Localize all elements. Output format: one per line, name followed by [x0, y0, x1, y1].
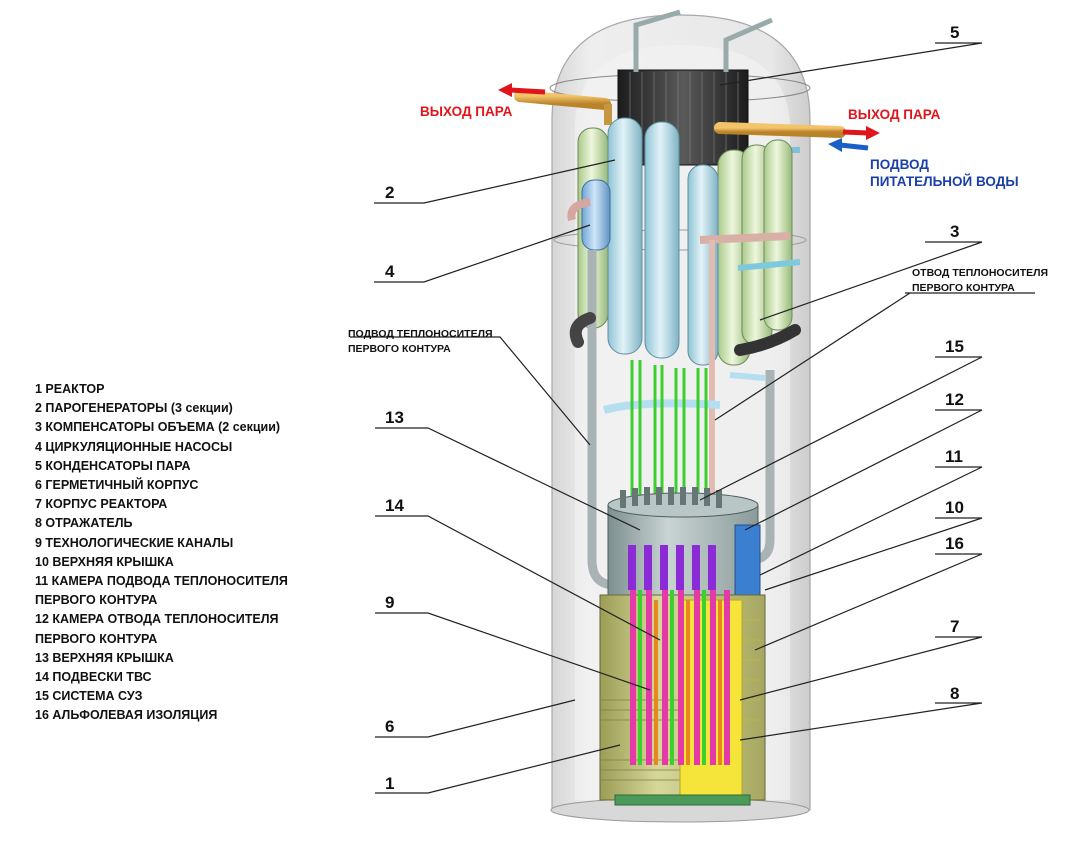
legend-item: 16 АЛЬФОЛЕВАЯ ИЗОЛЯЦИЯ [35, 708, 218, 723]
legend-item: 9 ТЕХНОЛОГИЧЕСКИЕ КАНАЛЫ [35, 535, 234, 550]
steam-out-arrow-left [498, 83, 546, 97]
coolant-out-label-line1: ОТВОД ТЕПЛОНОСИТЕЛЯ [912, 267, 1049, 279]
steam-out-label-left: ВЫХОД ПАРА [420, 104, 513, 119]
legend-item: 8 ОТРАЖАТЕЛЬ [35, 516, 133, 531]
callout-16: 16 [945, 534, 964, 553]
legend-item: 3 КОМПЕНСАТОРЫ ОБЪЕМА (2 секции) [35, 420, 281, 435]
steam-generators [607, 117, 719, 366]
technological-channels [628, 545, 730, 765]
callout-7: 7 [950, 617, 960, 636]
steam-out-label-right: ВЫХОД ПАРА [848, 107, 941, 122]
coolant-in-label-line2: ПЕРВОГО КОНТУРА [348, 343, 451, 355]
callout-10: 10 [945, 498, 964, 517]
coolant-in-label-line1: ПОДВОД ТЕПЛОНОСИТЕЛЯ [348, 328, 493, 340]
legend-item: 13 ВЕРХНЯЯ КРЫШКА [35, 650, 174, 665]
legend-item: ПЕРВОГО КОНТУРА [35, 631, 158, 646]
control-rod-system [630, 360, 708, 505]
callout-11: 11 [945, 447, 963, 466]
legend-item: ПЕРВОГО КОНТУРА [35, 593, 158, 608]
callout-15: 15 [945, 337, 964, 356]
callout-6: 6 [385, 717, 395, 736]
legend-item: 15 СИСТЕМА СУЗ [35, 689, 143, 704]
legend-item: 4 ЦИРКУЛЯЦИОННЫЕ НАСОСЫ [35, 439, 233, 454]
feedwater-label-line2: ПИТАТЕЛЬНОЙ ВОДЫ [870, 174, 1019, 189]
legend-item: 6 ГЕРМЕТИЧНЫЙ КОРПУС [35, 478, 199, 493]
legend-item: 12 КАМЕРА ОТВОДА ТЕПЛОНОСИТЕЛЯ [35, 612, 279, 627]
callout-13: 13 [385, 408, 404, 427]
legend-item: 5 КОНДЕНСАТОРЫ ПАРА [35, 458, 191, 473]
coolant-out-label-line2: ПЕРВОГО КОНТУРА [912, 282, 1015, 294]
component-legend: 1 РЕАКТОР 2 ПАРОГЕНЕРАТОРЫ (3 секции) 3 … [35, 380, 288, 726]
legend-item: 14 ПОДВЕСКИ ТВС [35, 670, 152, 685]
leader-lines [350, 42, 1035, 794]
feedwater-label-line1: ПОДВОД [870, 157, 929, 172]
callout-5: 5 [950, 23, 960, 42]
callout-4: 4 [385, 262, 395, 281]
legend-item: 1 РЕАКТОР [35, 382, 105, 396]
callout-3: 3 [950, 222, 960, 241]
callout-14: 14 [385, 496, 404, 515]
legend-item: 10 ВЕРХНЯЯ КРЫШКА [35, 554, 174, 569]
steam-out-arrow-right [842, 126, 880, 140]
legend-item: 11 КАМЕРА ПОДВОДА ТЕПЛОНОСИТЕЛЯ [35, 574, 288, 589]
callout-12: 12 [945, 390, 964, 409]
callout-8: 8 [950, 684, 960, 703]
callout-2: 2 [385, 183, 395, 202]
callout-9: 9 [385, 593, 395, 612]
steam-pipes [514, 90, 846, 138]
callout-1: 1 [385, 774, 395, 793]
steam-condensers [617, 9, 773, 166]
legend-item: 2 ПАРОГЕНЕРАТОРЫ (3 секции) [35, 401, 233, 416]
legend-item: 7 КОРПУС РЕАКТОРА [35, 497, 168, 512]
